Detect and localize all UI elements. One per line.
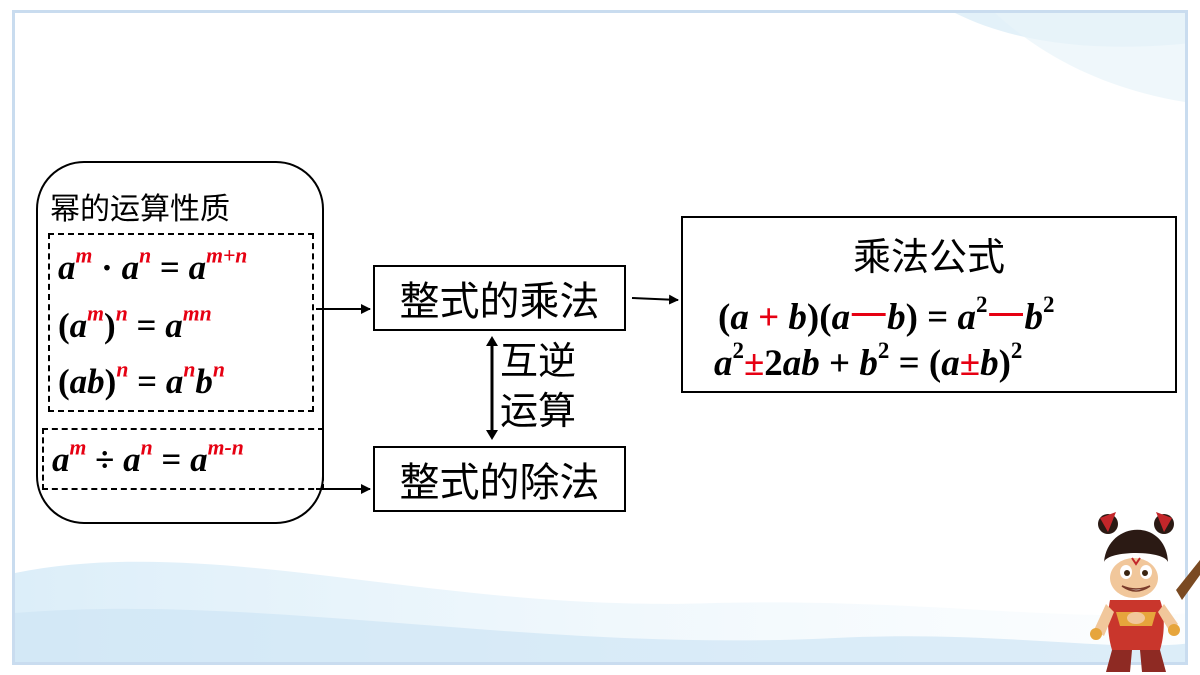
power-of-power-rule: (am)n = amn xyxy=(58,301,212,345)
power-properties-title: 幂的运算性质 xyxy=(50,192,230,227)
quotient-of-powers-rule: am ÷ an = am-n xyxy=(52,435,244,479)
power-of-product-rule: (ab)n = anbn xyxy=(58,357,225,401)
perfect-square-formula: a2±2ab + b2 = (a±b)2 xyxy=(714,337,1023,384)
multiplication-formulas-title: 乘法公式 xyxy=(852,235,1005,279)
mascot-character-image xyxy=(1090,512,1200,672)
polynomial-division-box: 整式的除法 xyxy=(373,446,626,512)
division-rule-box xyxy=(42,428,324,490)
multiplication-formulas-box xyxy=(681,216,1177,393)
inverse-label-line1: 互逆 xyxy=(500,339,577,383)
polynomial-multiplication-box: 整式的乘法 xyxy=(373,265,626,331)
product-of-powers-rule: am · an = am+n xyxy=(58,243,248,287)
power-properties-panel xyxy=(36,161,324,524)
inverse-operation-label: 互逆 运算 xyxy=(500,336,576,436)
inverse-label-line2: 运算 xyxy=(500,389,577,433)
multiplication-rules-box xyxy=(48,233,314,412)
difference-of-squares-formula: (a + b)(a一b) = a2一b2 xyxy=(718,291,1055,338)
